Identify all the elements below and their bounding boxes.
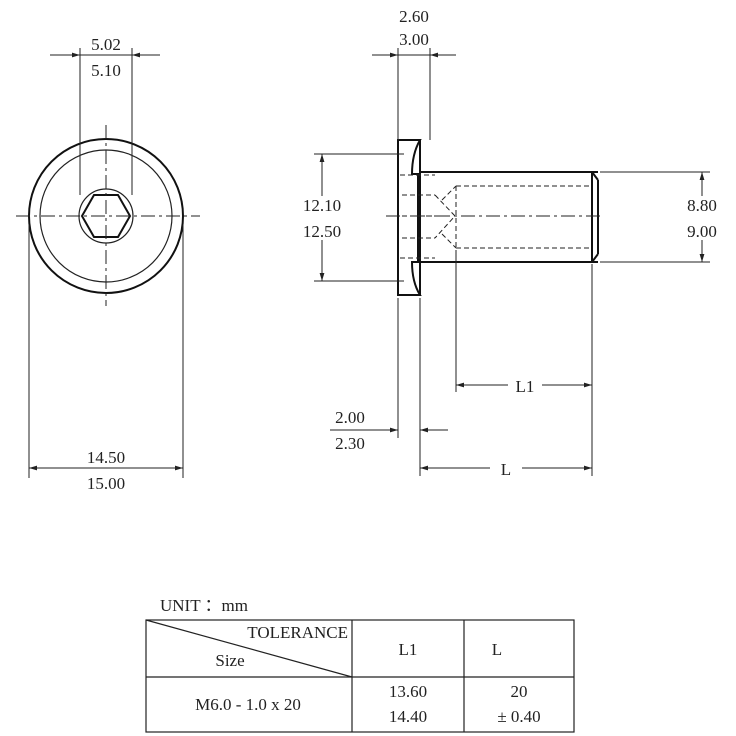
header-l: L [492,640,502,659]
front-view: 5.02 5.10 14.50 15.00 [16,35,200,493]
shoulder-dia-top: 12.10 [303,196,341,215]
row-l-bottom: ± 0.40 [497,707,540,726]
row-l-top: 20 [511,682,528,701]
chamfer-top [591,171,599,181]
row-size: M6.0 - 1.0 x 20 [195,695,301,714]
hex-socket [80,194,132,238]
chamfer-bottom [591,253,599,263]
thread-chamfer-top [441,185,457,201]
header-l1: L1 [399,640,418,659]
header-size: Size [215,651,244,670]
head-height-top: 2.60 [399,7,429,26]
row-l1-top: 13.60 [389,682,427,701]
head-dia-top: 14.50 [87,448,125,467]
shoulder-dia-bottom: 12.50 [303,222,341,241]
header-tolerance: TOLERANCE [247,623,348,642]
head-dia-bottom: 15.00 [87,474,125,493]
side-view: 2.60 3.00 12.10 12.50 8.80 9.00 L1 2.00 … [303,7,717,479]
row-l1-bottom: 14.40 [389,707,427,726]
header-diagonal [145,619,353,678]
thread-chamfer-bottom [441,233,457,249]
l-label: L [501,460,511,479]
flange-top: 2.00 [335,408,365,427]
thread-dia-bottom: 9.00 [687,222,717,241]
hex-dim-bottom: 5.10 [91,61,121,80]
l1-label: L1 [516,377,535,396]
hex-dim-top: 5.02 [91,35,121,54]
flange-bottom: 2.30 [335,434,365,453]
unit-label: UNIT ：mm [160,596,248,615]
head-profile [397,139,422,296]
head-height-bottom: 3.00 [399,30,429,49]
thread-dia-top: 8.80 [687,196,717,215]
dimension-table: UNIT ：mm TOLERANCE Size L1 L M6.0 - 1.0 … [145,596,575,733]
table-border [145,619,575,733]
